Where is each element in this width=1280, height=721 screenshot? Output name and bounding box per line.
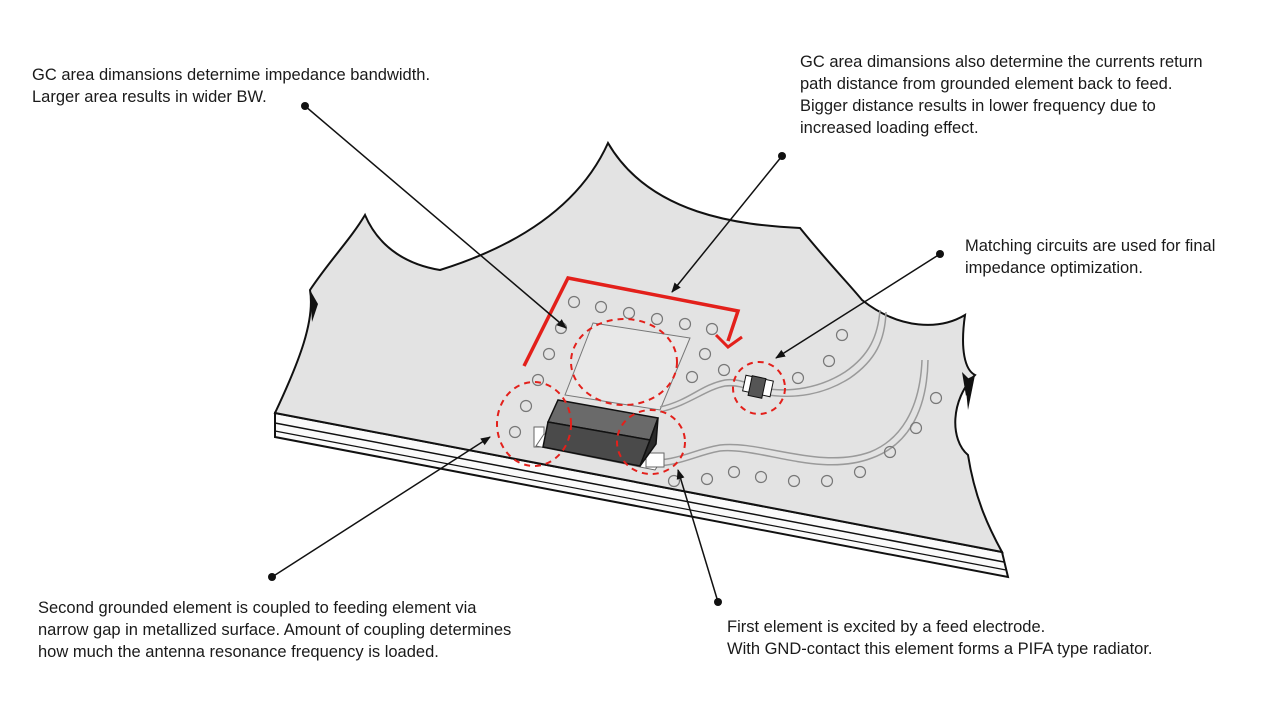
torn-edge-shadow-right-low xyxy=(962,372,972,396)
feed-highlight xyxy=(616,409,686,475)
matching-component xyxy=(742,374,774,399)
gc-area xyxy=(564,322,691,411)
note-first-element: First element is excited by a feed elect… xyxy=(727,618,1153,658)
leader-lines xyxy=(271,105,941,603)
matching-highlight xyxy=(732,361,786,415)
chip-antenna xyxy=(542,399,660,467)
note-second-grounded-element: Second grounded element is coupled to fe… xyxy=(38,599,512,661)
highlight-circles xyxy=(496,318,786,475)
via-holes xyxy=(508,295,943,488)
leader-dots xyxy=(268,102,944,606)
second-element-highlight xyxy=(496,381,572,467)
note-gc-return-path: GC area dimansions also determine the cu… xyxy=(800,53,1203,137)
gc-area-highlight xyxy=(570,318,678,406)
note-matching-circuits: Matching circuits are used for final imp… xyxy=(965,237,1216,277)
torn-edge-shadow-left xyxy=(310,290,318,322)
current-return-path xyxy=(522,276,743,367)
note-gc-bandwidth: GC area dimansions deternime impedance b… xyxy=(32,66,431,106)
